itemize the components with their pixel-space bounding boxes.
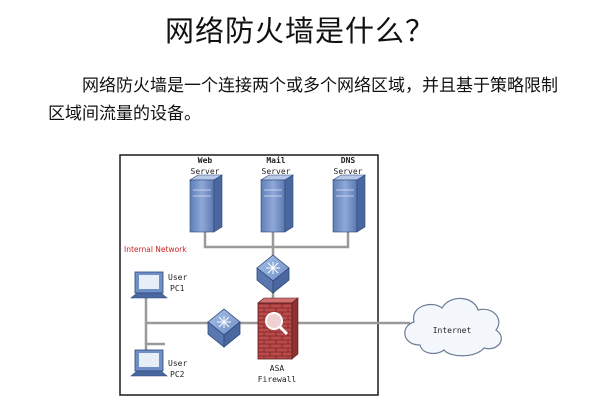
server-tower-icon	[188, 174, 224, 233]
definition-text: 网络防火墙是一个连接两个或多个网络区域，并且基于策略限制区域间流量的设备。	[48, 76, 558, 124]
svg-text:User: User	[168, 359, 187, 368]
asa-firewall: ASA Firewall	[257, 297, 299, 384]
internet-cloud: Internet	[404, 297, 502, 357]
server-tower-icon	[259, 174, 295, 233]
svg-text:PC1: PC1	[170, 284, 185, 293]
svg-text:PC2: PC2	[170, 370, 185, 379]
svg-text:User: User	[168, 273, 187, 282]
mail-server: Mail Server	[259, 155, 295, 233]
desktop-pc-icon	[130, 271, 168, 299]
internal-network-boundary	[119, 154, 379, 396]
switch-icon	[207, 308, 241, 348]
cloud-icon	[404, 297, 502, 357]
svg-text:Firewall: Firewall	[258, 375, 297, 384]
svg-text:Web: Web	[198, 156, 213, 165]
brick-firewall-icon	[257, 297, 299, 360]
server-switch	[256, 254, 290, 294]
user-switch	[207, 308, 241, 348]
svg-text:DNS: DNS	[341, 156, 356, 165]
user-pc2: User PC2	[130, 349, 187, 379]
user-pc1: User PC1	[130, 271, 187, 299]
svg-text:Server: Server	[262, 167, 291, 176]
internal-network-label: Internal Network	[124, 245, 187, 254]
svg-text:Server: Server	[191, 167, 220, 176]
svg-text:Internet: Internet	[433, 326, 472, 335]
desktop-pc-icon	[130, 349, 168, 377]
svg-text:Mail: Mail	[266, 155, 285, 165]
switch-icon	[256, 254, 290, 294]
page-title: 网络防火墙是什么？	[164, 14, 435, 48]
svg-text:ASA: ASA	[270, 364, 285, 373]
web-server: Web Server	[188, 156, 224, 233]
server-tower-icon	[331, 174, 367, 233]
dns-server: DNS Server	[331, 156, 367, 233]
svg-text:Server: Server	[334, 167, 363, 176]
